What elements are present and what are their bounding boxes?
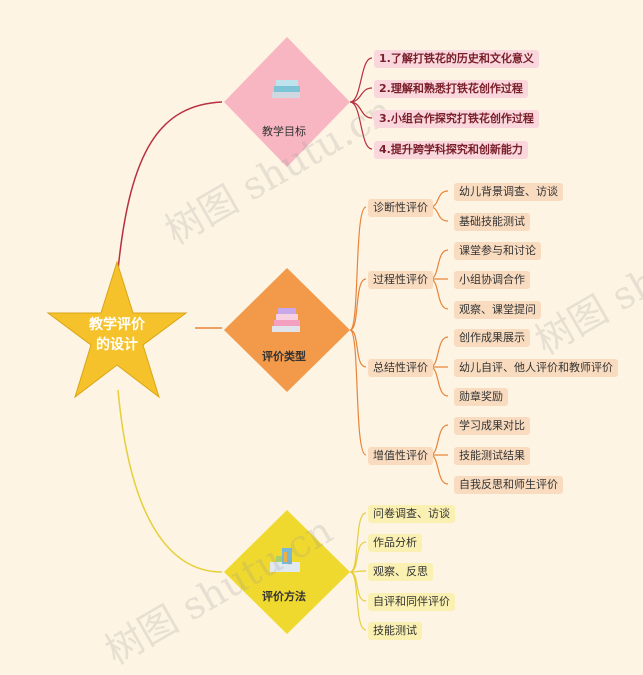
goal-item: 1.了解打铁花的历史和文化意义	[374, 50, 539, 68]
type-item: 课堂参与和讨论	[454, 242, 541, 260]
type-item: 学习成果对比	[454, 417, 530, 435]
type-item: 观察、课堂提问	[454, 301, 541, 319]
methods-bracket	[349, 512, 367, 631]
type-item: 基础技能测试	[454, 213, 530, 231]
root-line-1: 教学评价	[89, 317, 145, 333]
goal-item: 4.提升跨学科探究和创新能力	[374, 141, 528, 159]
types-bracket	[349, 206, 367, 456]
root-label: 教学评价 的设计	[80, 315, 154, 355]
link-root-goals	[117, 101, 223, 271]
pencil-cup-icon	[270, 548, 300, 572]
method-item: 观察、反思	[368, 563, 433, 581]
goal-item: 3.小组合作探究打铁花创作过程	[374, 110, 539, 128]
book-icon-types	[272, 308, 300, 332]
type-item: 技能测试结果	[454, 447, 530, 465]
root-line-2: 的设计	[96, 337, 138, 353]
goals-bracket	[349, 57, 373, 150]
methods-label: 评价方法	[262, 590, 306, 603]
type-item: 小组协调合作	[454, 271, 530, 289]
method-item: 自评和同伴评价	[368, 593, 455, 611]
type-group-label: 诊断性评价	[368, 199, 433, 217]
types-label: 评价类型	[262, 350, 306, 363]
goal-item: 2.理解和熟悉打铁花创作过程	[374, 80, 528, 98]
root-star	[46, 260, 188, 399]
goals-label: 教学目标	[262, 125, 306, 138]
goals-diamond	[224, 37, 350, 167]
type-item: 自我反思和师生评价	[454, 476, 563, 494]
type-group-label: 增值性评价	[368, 447, 433, 465]
method-item: 问卷调查、访谈	[368, 505, 455, 523]
type-item: 创作成果展示	[454, 329, 530, 347]
type-item: 幼儿背景调查、访谈	[454, 183, 563, 201]
link-root-methods	[117, 389, 223, 573]
type-item: 幼儿自评、他人评价和教师评价	[454, 359, 618, 377]
method-item: 作品分析	[368, 534, 422, 552]
type-item: 勋章奖励	[454, 388, 508, 406]
method-item: 技能测试	[368, 622, 422, 640]
book-icon-goals	[272, 80, 300, 98]
type-group-label: 过程性评价	[368, 271, 433, 289]
type-group-label: 总结性评价	[368, 359, 433, 377]
